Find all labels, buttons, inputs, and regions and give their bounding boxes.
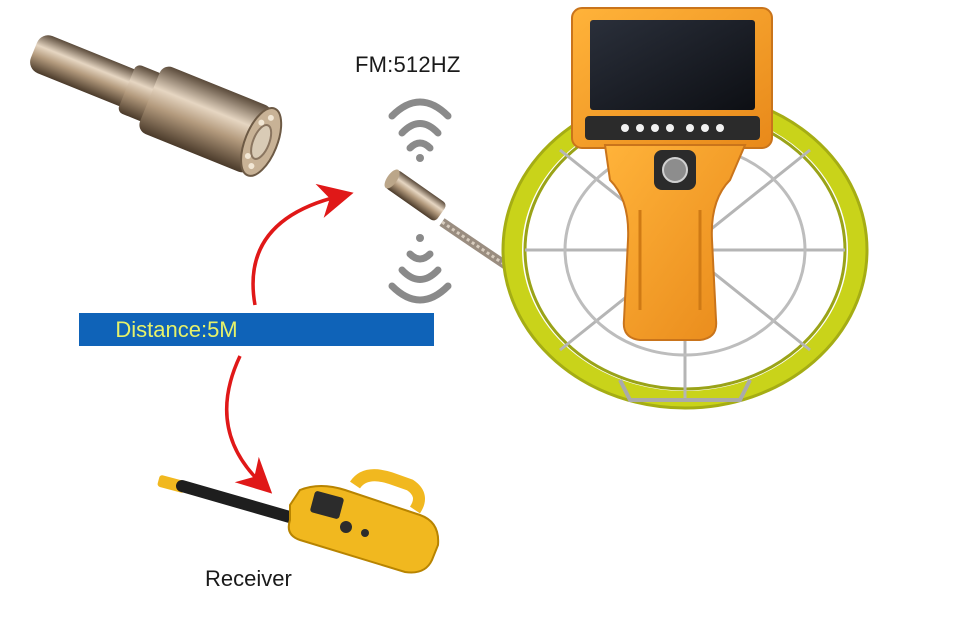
frequency-label: FM:512HZ bbox=[355, 52, 461, 77]
signal-wave-icon bbox=[388, 98, 452, 304]
distance-banner: Distance:5M bbox=[79, 313, 434, 346]
camera-head-image bbox=[30, 35, 283, 177]
receiver-label: Receiver bbox=[205, 566, 292, 591]
pipe-inspection-monitor bbox=[571, 7, 773, 341]
arrow-icon bbox=[224, 183, 354, 494]
distance-label: Distance:5M bbox=[115, 316, 238, 342]
transmitter-camera bbox=[384, 169, 513, 272]
receiver-locator bbox=[157, 469, 440, 574]
